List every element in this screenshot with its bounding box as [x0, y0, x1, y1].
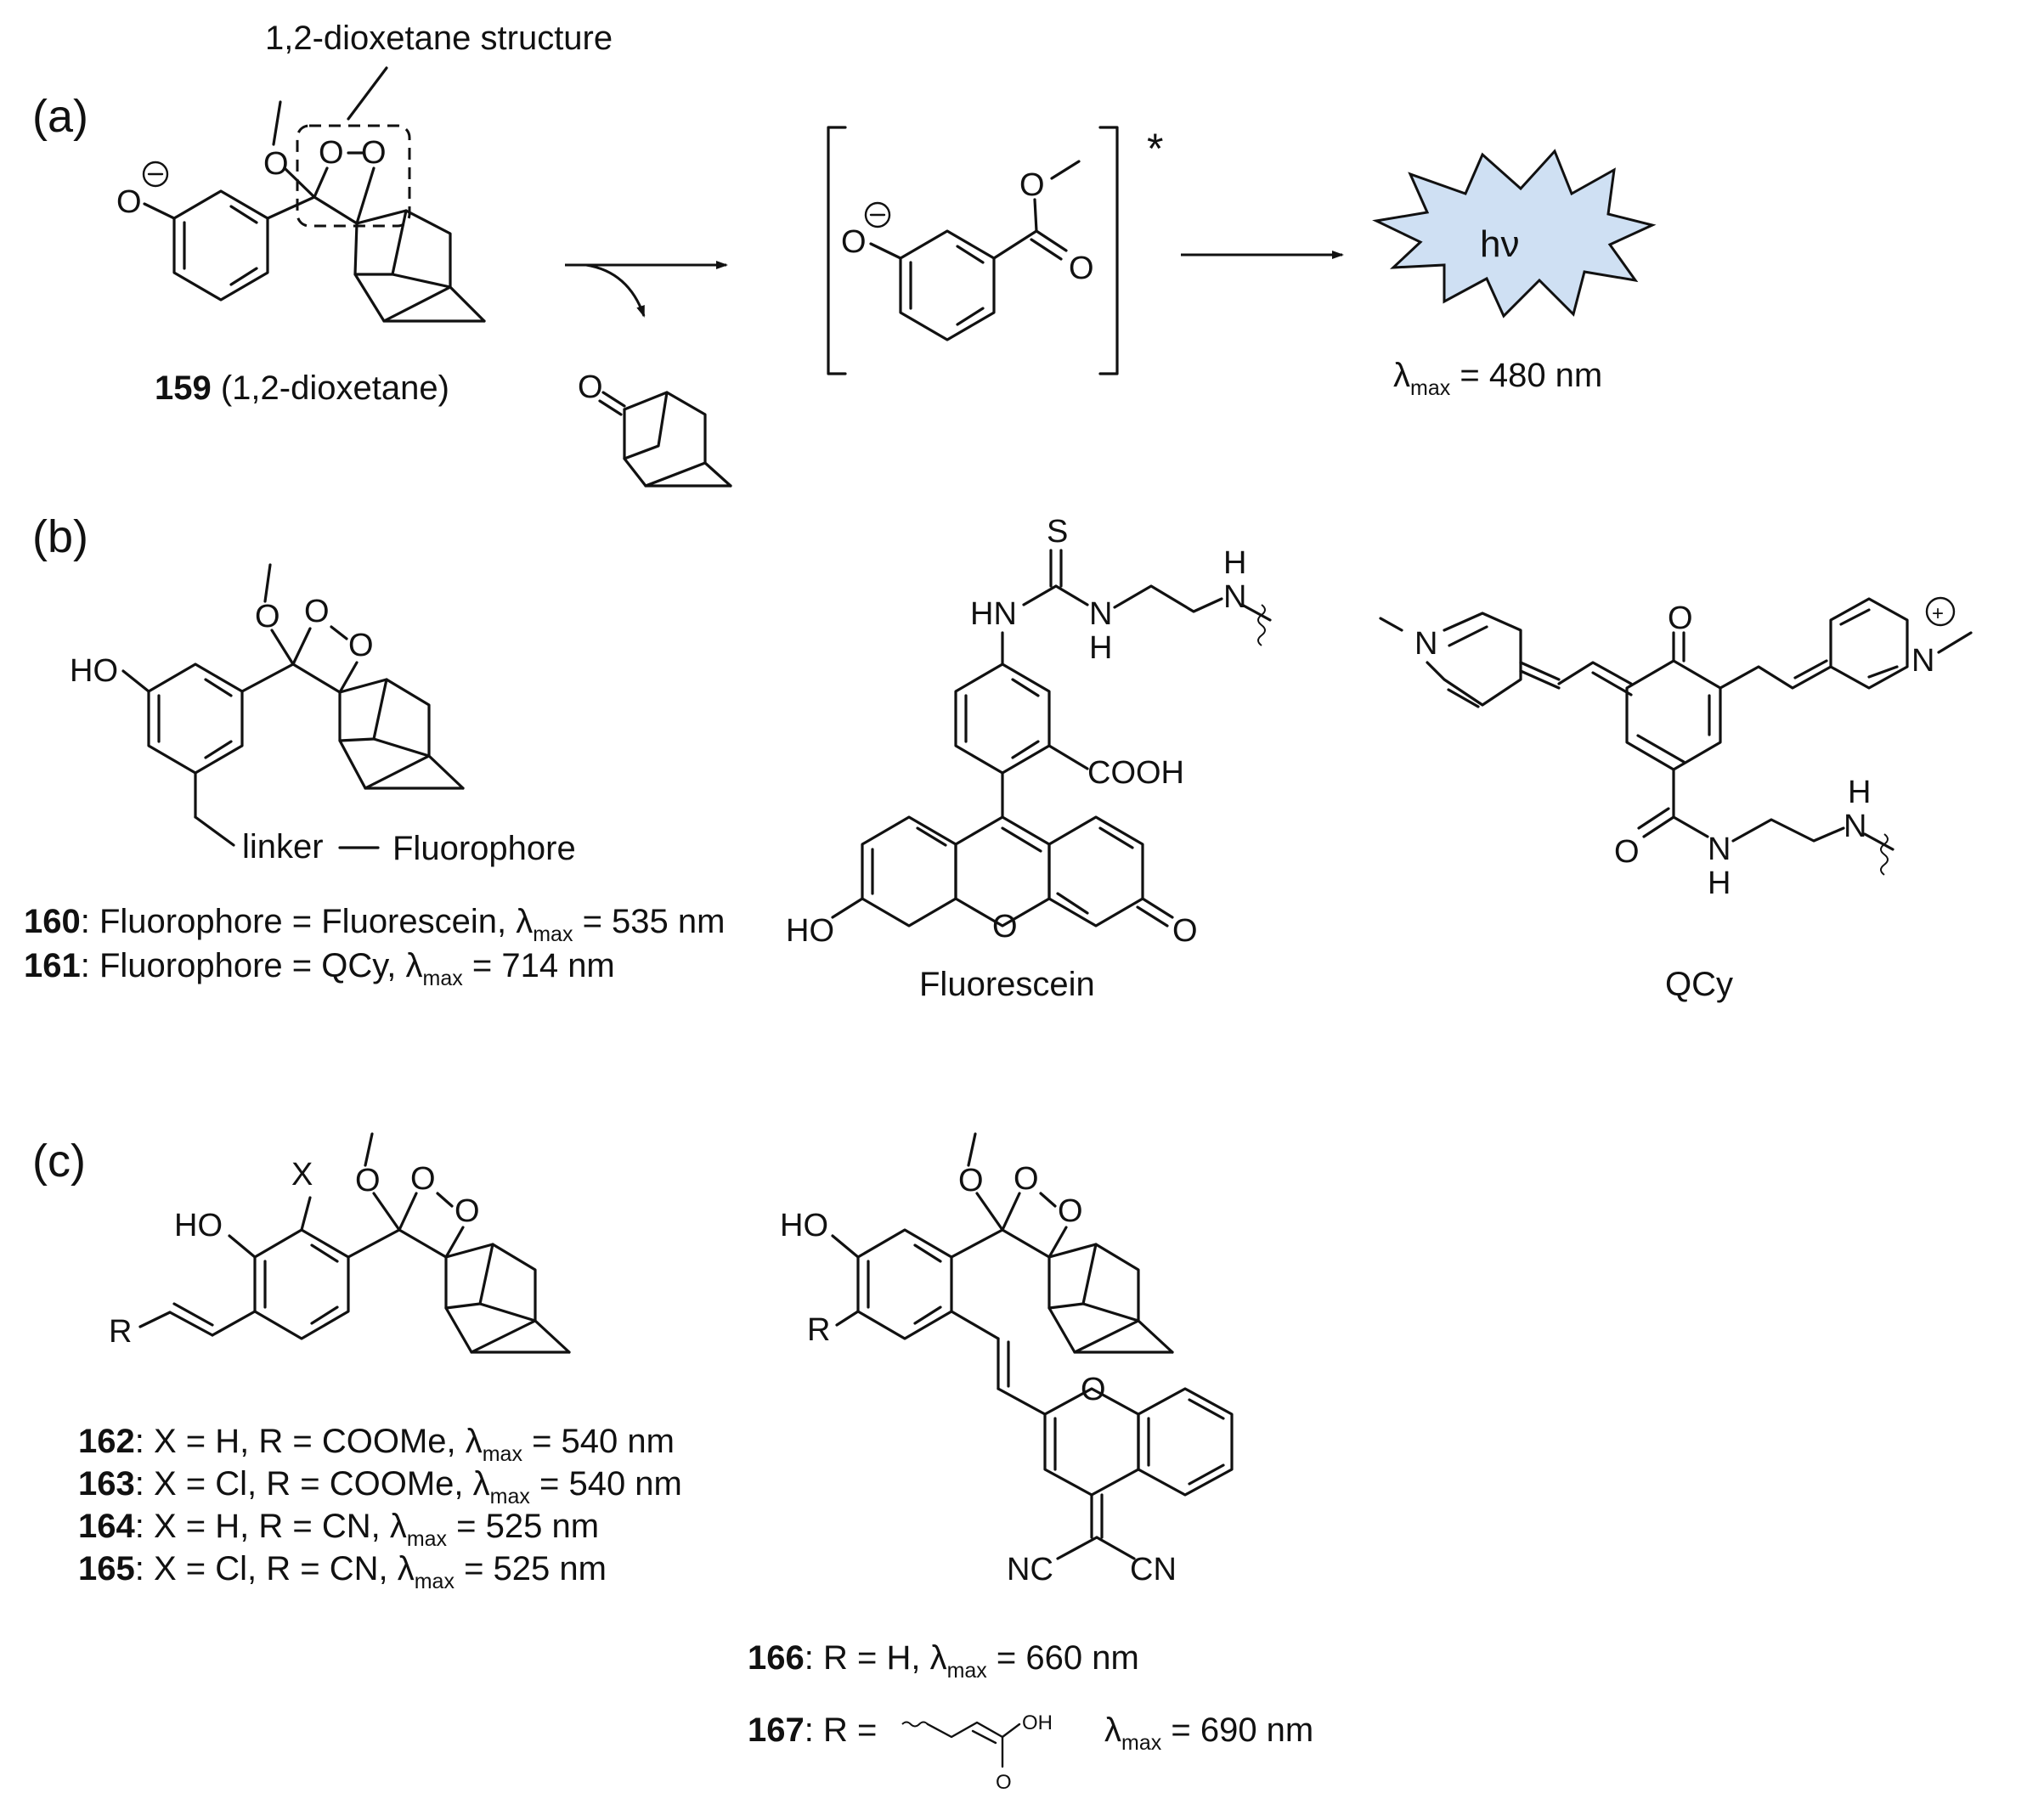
lambda-159: λmax = 480 nm	[1393, 357, 1602, 400]
attachment-squiggle-icon	[1880, 833, 1889, 876]
fluorophore-label: Fluorophore	[392, 830, 576, 867]
svg-text:O: O	[355, 1163, 381, 1198]
minus-charge-icon	[142, 161, 169, 188]
linker-label: linker	[242, 828, 324, 866]
svg-text:O: O	[1668, 601, 1693, 636]
svg-text:O: O	[1172, 913, 1198, 949]
svg-text:X: X	[291, 1157, 313, 1193]
svg-text:N: N	[1844, 809, 1866, 844]
excited-intermediate: * O O O	[827, 125, 1163, 375]
light-emission-burst: hν λmax = 480 nm	[1372, 149, 1657, 400]
svg-text:O: O	[348, 628, 374, 663]
svg-text:O: O	[361, 135, 387, 171]
svg-text:N: N	[1223, 579, 1246, 615]
panel-label-c: (c)	[32, 1136, 86, 1187]
svg-text:O: O	[992, 909, 1018, 944]
svg-text:HO: HO	[780, 1208, 828, 1243]
svg-text:N: N	[1414, 626, 1437, 662]
svg-text:COOH: COOH	[1087, 755, 1184, 791]
attachment-squiggle-icon	[1257, 604, 1266, 646]
svg-text:H: H	[1089, 630, 1112, 666]
minus-charge-icon	[864, 201, 891, 228]
side-product-arrow	[585, 263, 646, 318]
svg-text:H: H	[1708, 866, 1731, 901]
svg-text:+: +	[1932, 602, 1944, 625]
svg-text:O: O	[263, 146, 289, 182]
svg-text:O: O	[1069, 251, 1094, 286]
svg-text:N: N	[1708, 832, 1731, 867]
svg-text:R: R	[807, 1312, 830, 1348]
svg-text:N: N	[1089, 596, 1112, 632]
svg-text:N: N	[1911, 643, 1934, 679]
plus-charge-icon	[1925, 596, 1956, 627]
svg-text:O: O	[958, 1163, 984, 1198]
svg-text:O: O	[1014, 1161, 1039, 1197]
entry-162: 162: X = H, R = COOMe, λmax = 540 nm	[78, 1423, 675, 1466]
burst-label: hν	[1480, 223, 1519, 265]
svg-text:O: O	[319, 135, 344, 171]
excited-state-marker: *	[1147, 125, 1163, 172]
svg-text:HO: HO	[786, 913, 834, 949]
fluorescein-structure: S HN N H N H COOH O HO O Fluorescei	[786, 514, 1272, 1003]
molecule-159: 1,2-dioxetane structure O O O O 159 (1,2…	[116, 20, 613, 407]
svg-text:O: O	[1081, 1372, 1106, 1407]
lambda-167: λmax = 690 nm	[1104, 1711, 1313, 1755]
entry-164: 164: X = H, R = CN, λmax = 525 nm	[78, 1508, 599, 1551]
qcy-structure: N O N + O N H N H QCy	[1379, 596, 1973, 1003]
entry-160: 160: Fluorophore = Fluorescein, λmax = 5…	[24, 903, 725, 946]
svg-text:O: O	[996, 1771, 1012, 1794]
svg-text:O: O	[255, 599, 280, 634]
generic-dioxetane-conjugate: HO linker Fluorophore O O O 160: Fluorop…	[24, 563, 725, 990]
entry-165: 165: X = Cl, R = CN, λmax = 525 nm	[78, 1550, 607, 1593]
svg-text:OH: OH	[1022, 1711, 1053, 1734]
svg-text:O: O	[304, 594, 330, 629]
entry-161: 161: Fluorophore = QCy, λmax = 714 nm	[24, 947, 615, 990]
svg-text:O: O	[455, 1193, 480, 1229]
fluorescein-name: Fluorescein	[919, 966, 1095, 1003]
entry-167: 167: R =	[748, 1711, 877, 1749]
svg-text:O: O	[1058, 1193, 1083, 1229]
svg-text:O: O	[410, 1161, 436, 1197]
panel-label-a: (a)	[32, 91, 88, 142]
svg-text:HN: HN	[970, 596, 1017, 632]
svg-text:H: H	[1848, 775, 1871, 810]
svg-text:O: O	[1614, 834, 1640, 870]
svg-text:HO: HO	[70, 653, 118, 689]
svg-text:S: S	[1047, 514, 1068, 550]
benzene-ring	[172, 189, 269, 302]
entry-163: 163: X = Cl, R = COOMe, λmax = 540 nm	[78, 1465, 682, 1508]
oxygen-label: O	[116, 184, 142, 220]
svg-text:O: O	[578, 369, 603, 405]
molecules-162-165: X HO R O O O 162: X = H, R = COOMe, λmax…	[78, 1132, 682, 1593]
svg-text:H: H	[1223, 545, 1246, 581]
adamantanone: O	[578, 369, 732, 488]
dioxetane-annotation: 1,2-dioxetane structure	[265, 20, 613, 57]
entry-166: 166: R = H, λmax = 660 nm	[748, 1639, 1139, 1683]
qcy-name: QCy	[1665, 966, 1733, 1003]
svg-text:O: O	[841, 224, 867, 260]
compound-159-label: 159 (1,2-dioxetane)	[155, 369, 449, 407]
svg-text:NC: NC	[1007, 1552, 1053, 1587]
svg-text:CN: CN	[1130, 1552, 1177, 1587]
svg-text:O: O	[1019, 167, 1045, 203]
attachment-squiggle-icon	[901, 1721, 929, 1728]
panel-label-b: (b)	[32, 511, 88, 562]
svg-text:R: R	[109, 1314, 132, 1350]
dioxetane-highlight-box	[296, 124, 411, 228]
molecules-166-167: HO R O O O O NC CN 166: R = H, λm	[748, 1132, 1313, 1794]
svg-text:HO: HO	[174, 1208, 223, 1243]
